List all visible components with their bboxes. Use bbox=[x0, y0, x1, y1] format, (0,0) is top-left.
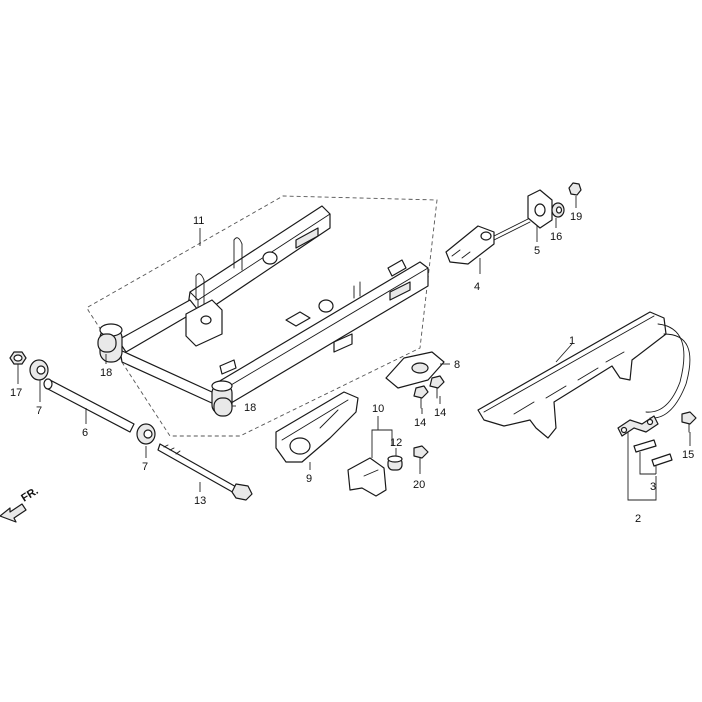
part-adjuster-block-5 bbox=[527, 189, 553, 229]
callout-1: 1 bbox=[569, 335, 575, 347]
callout-5: 5 bbox=[534, 245, 540, 257]
part-bracket-10 bbox=[347, 457, 387, 497]
callout-15: 15 bbox=[682, 449, 694, 461]
part-bolt-14-left bbox=[413, 385, 429, 409]
part-washer-7-upper bbox=[29, 359, 49, 381]
callout-3: 3 bbox=[650, 481, 656, 493]
part-nut-19 bbox=[568, 182, 582, 196]
front-direction-label: FR. bbox=[19, 485, 40, 505]
callout-10: 10 bbox=[372, 403, 384, 415]
callout-19: 19 bbox=[570, 211, 582, 223]
part-bolt-15 bbox=[681, 411, 697, 433]
part-swingarm-11 bbox=[99, 205, 429, 415]
callout-18-lower: 18 bbox=[244, 402, 256, 414]
callout-11: 11 bbox=[193, 215, 204, 227]
part-chain-joint-3 bbox=[633, 439, 673, 467]
part-chain-adjuster-4 bbox=[445, 217, 531, 265]
part-bushing-18-lower bbox=[213, 397, 233, 417]
callout-16: 16 bbox=[550, 231, 562, 243]
part-chain-slider-9 bbox=[275, 391, 359, 463]
callout-14-right: 14 bbox=[434, 407, 446, 419]
callout-labels: 1 2 3 4 5 6 7 7 8 9 10 11 12 13 14 14 15… bbox=[10, 211, 694, 525]
part-chain-case-1 bbox=[477, 311, 691, 439]
swingarm-group-boundary bbox=[87, 195, 438, 437]
part-pivot-tube-6 bbox=[43, 378, 135, 433]
callout-7-lower: 7 bbox=[142, 461, 148, 473]
callout-12: 12 bbox=[390, 437, 402, 449]
part-nut-17 bbox=[9, 351, 27, 365]
part-pivot-bolt-13 bbox=[157, 443, 253, 501]
part-washer-16 bbox=[551, 202, 565, 218]
callout-18-upper: 18 bbox=[100, 367, 112, 379]
callout-13: 13 bbox=[194, 495, 206, 507]
callout-8: 8 bbox=[454, 359, 460, 371]
callout-2: 2 bbox=[635, 513, 641, 525]
part-washer-7-lower bbox=[136, 423, 156, 445]
part-collar-12 bbox=[387, 455, 403, 471]
front-direction-arrow: FR. bbox=[0, 485, 41, 523]
callout-14-left: 14 bbox=[414, 417, 426, 429]
part-bolt-14-right bbox=[429, 375, 445, 399]
callout-7-upper: 7 bbox=[36, 405, 42, 417]
part-bolt-20 bbox=[413, 445, 429, 469]
leader-lines bbox=[17, 196, 691, 501]
part-drive-chain-2 bbox=[617, 415, 659, 437]
callout-20: 20 bbox=[413, 479, 425, 491]
callout-9: 9 bbox=[306, 473, 312, 485]
callout-4: 4 bbox=[474, 281, 480, 293]
part-bushing-18-upper bbox=[97, 333, 117, 353]
callout-17: 17 bbox=[10, 387, 22, 399]
part-chain-guide-plate-8 bbox=[385, 351, 445, 389]
callout-6: 6 bbox=[82, 427, 88, 439]
